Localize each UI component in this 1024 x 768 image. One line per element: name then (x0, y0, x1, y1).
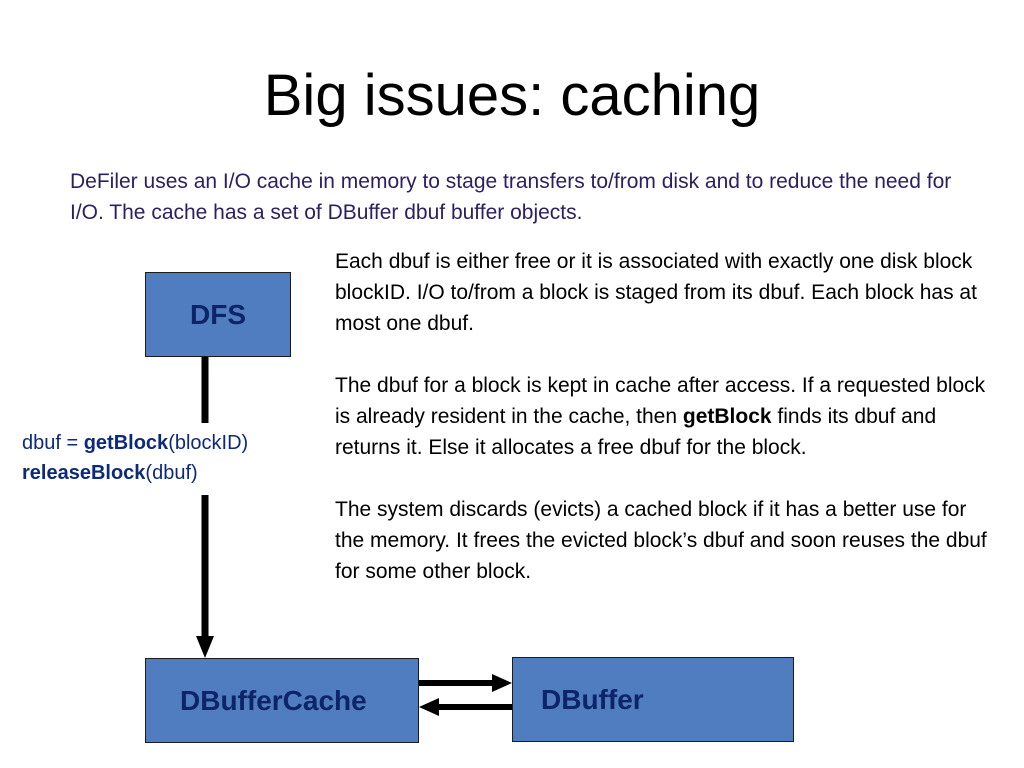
intro-text: DeFiler uses an I/O cache in memory to s… (70, 170, 952, 224)
arrow-right-head (492, 674, 512, 692)
arrow-left-head (419, 698, 439, 716)
paragraph-cache-lookup-part2: finds its dbuf and returns it. Else it a… (335, 405, 937, 459)
api-getblock-prefix: dbuf = (22, 432, 84, 454)
arrow-down-head (196, 636, 214, 658)
dbuffer-box: DBuffer (512, 657, 794, 742)
dfs-box: DFS (145, 272, 291, 357)
api-releaseblock-line: releaseBlock(dbuf) (22, 458, 322, 488)
api-getblock-line: dbuf = getBlock(blockID) (22, 428, 322, 458)
api-releaseblock-name: releaseBlock (22, 462, 146, 484)
dfs-label: DFS (190, 298, 246, 330)
explanation-text: Each dbuf is either free or it is associ… (335, 246, 995, 618)
api-releaseblock-args: (dbuf) (145, 462, 198, 484)
paragraph-dbuf-association: Each dbuf is either free or it is associ… (335, 250, 977, 335)
slide-title: Big issues: caching (263, 63, 761, 128)
dbuffer-label: DBuffer (541, 683, 644, 715)
api-getblock-args: (blockID) (168, 432, 249, 454)
paragraph-cache-lookup-part1: The dbuf for a block is kept in cache af… (335, 374, 986, 428)
paragraph-cache-lookup: The dbuf for a block is kept in cache af… (335, 370, 995, 463)
paragraph-eviction: The system discards (evicts) a cached bl… (335, 498, 987, 583)
dbuffercache-box: DBufferCache (145, 658, 419, 743)
api-calls: dbuf = getBlock(blockID) releaseBlock(db… (22, 428, 322, 488)
dbuffercache-label: DBufferCache (180, 684, 367, 716)
api-getblock-name: getBlock (83, 432, 169, 454)
paragraph-getblock-term: getBlock (682, 405, 772, 428)
